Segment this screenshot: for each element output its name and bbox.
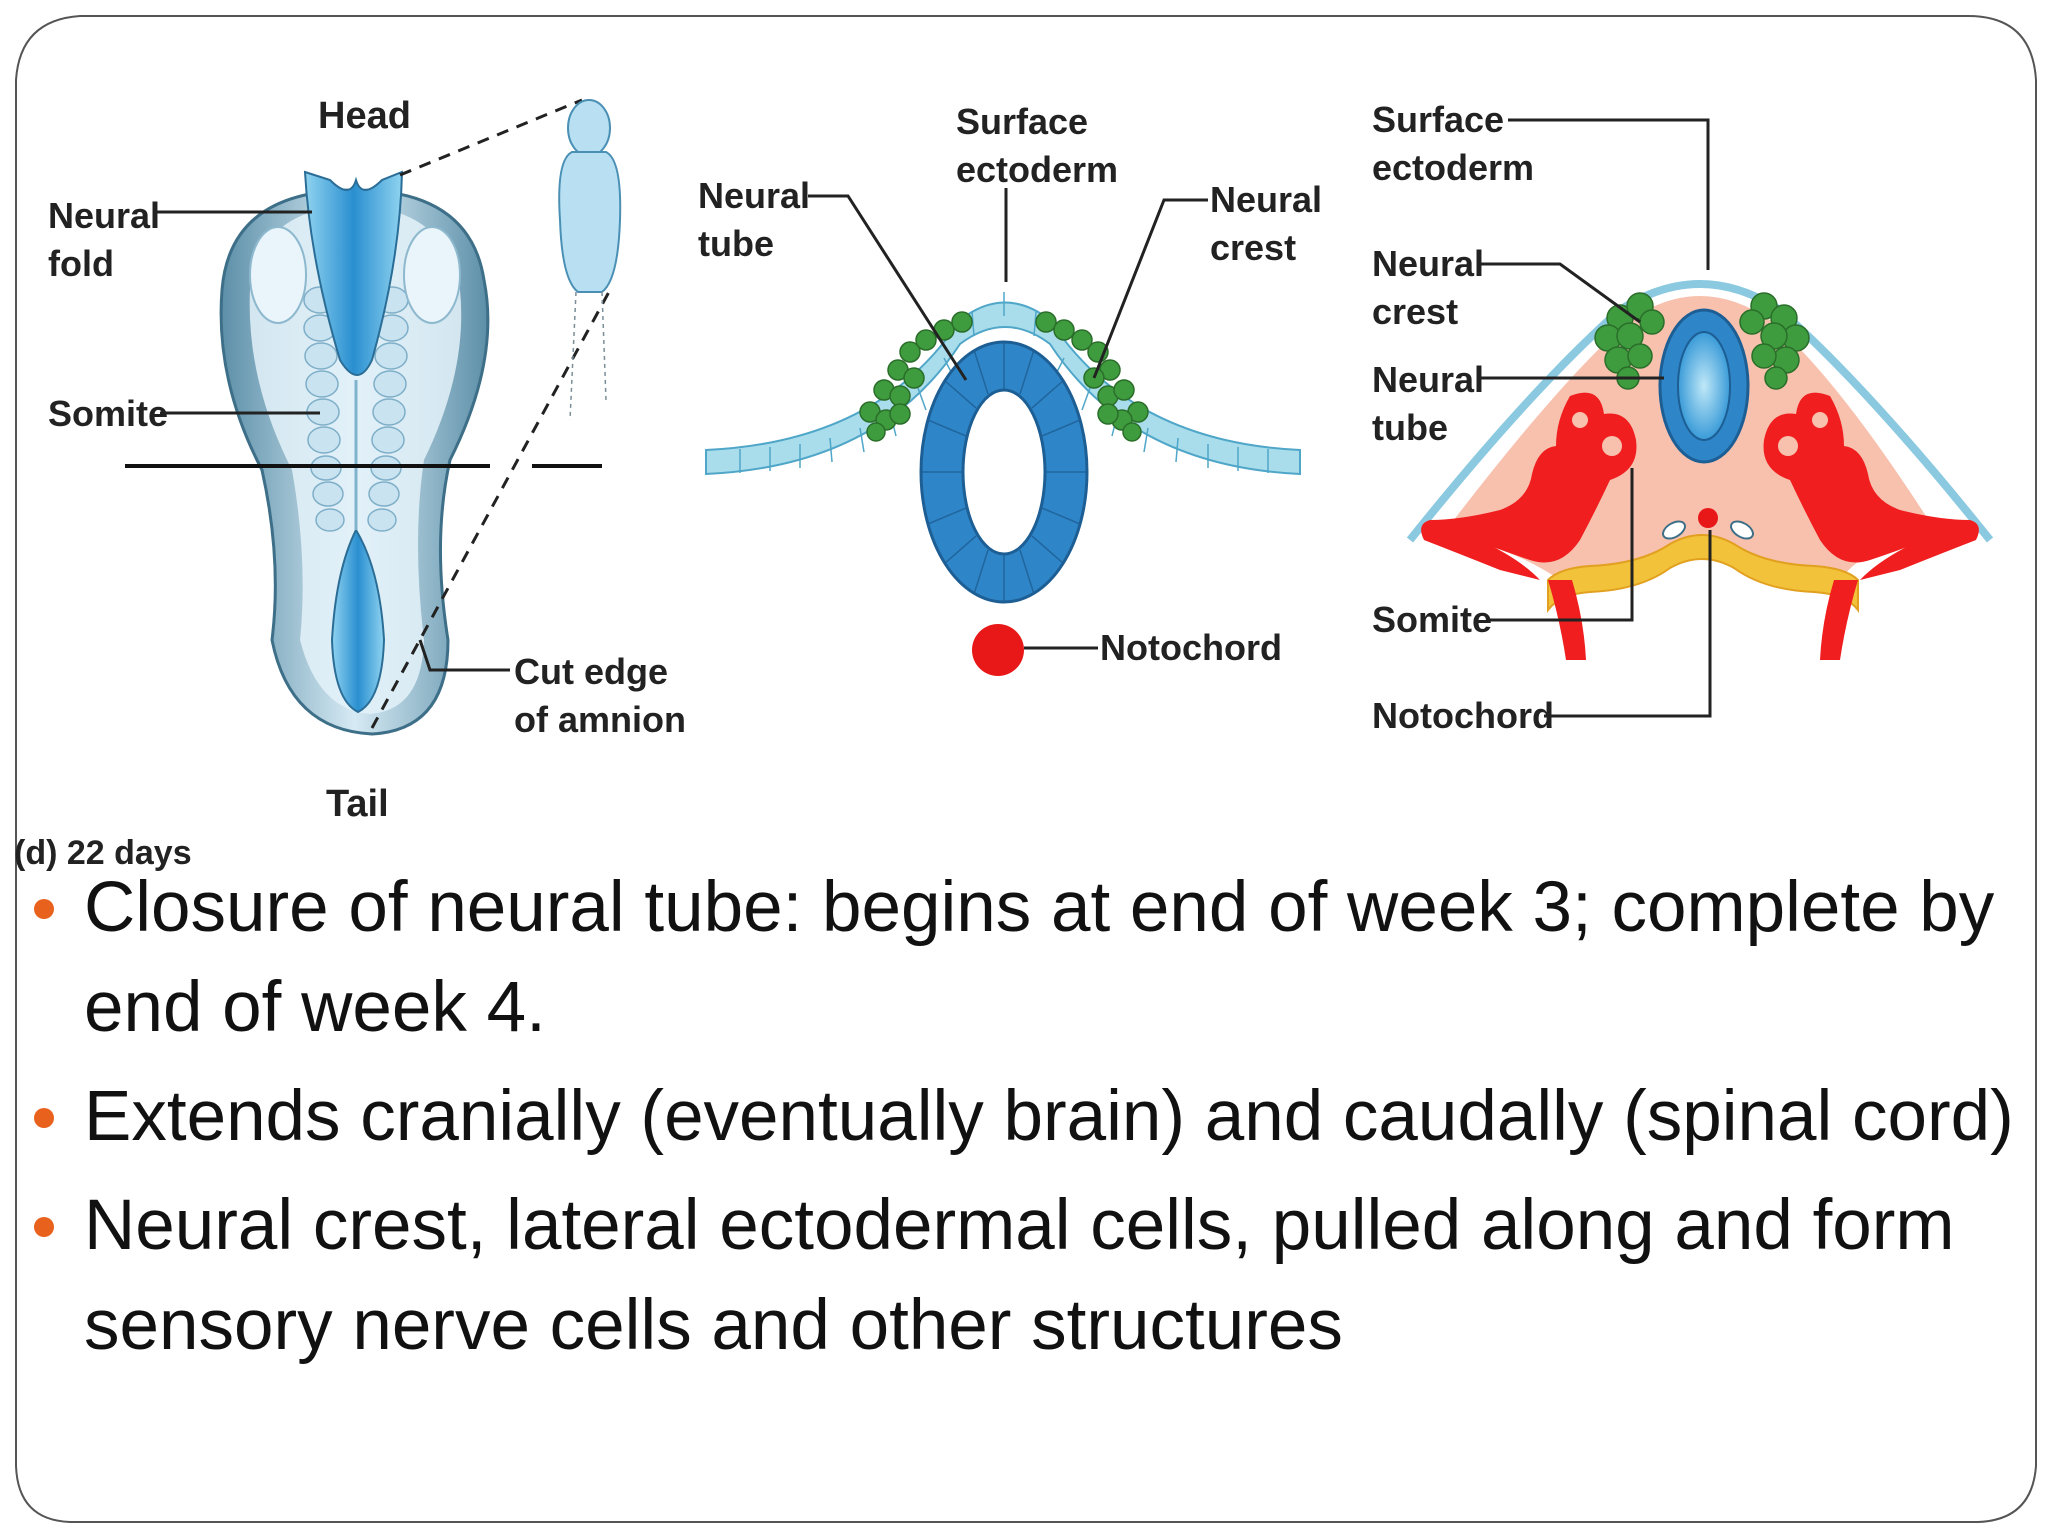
label-surface-ectoderm-right: Surface ectoderm bbox=[1372, 99, 1534, 188]
bullet-dot-icon bbox=[34, 899, 54, 919]
label-surface-ectoderm-mid: Surface ectoderm bbox=[956, 101, 1118, 190]
label-somite-right: Somite bbox=[1372, 599, 1492, 640]
anterior-neural-fold bbox=[303, 170, 404, 376]
bullet-item: Extends cranially (eventually brain) and… bbox=[28, 1067, 2018, 1167]
bullet-text: Extends cranially (eventually brain) and… bbox=[84, 1077, 2014, 1156]
label-somite-d: Somite bbox=[48, 393, 168, 434]
bullet-item: Neural crest, lateral ectodermal cells, … bbox=[28, 1176, 2018, 1376]
notochord-right bbox=[1698, 508, 1718, 528]
bullet-text: Closure of neural tube: begins at end of… bbox=[84, 868, 1995, 1047]
panel-middle-section: Neural tube Surface ectoderm Neural cres… bbox=[698, 101, 1332, 676]
surface-ectoderm-right bbox=[1406, 280, 1994, 543]
label-neural-tube-right: Neural tube bbox=[1372, 359, 1494, 448]
whole-embryo-icon bbox=[558, 99, 622, 293]
bullet-dot-icon bbox=[34, 1108, 54, 1128]
panel-d-embryo: Head Neural fold Somite Cut edge of amni… bbox=[14, 95, 686, 872]
bullet-list: Closure of neural tube: begins at end of… bbox=[28, 858, 2018, 1385]
panel-right-section: Surface ectoderm Neural crest Neural tub… bbox=[1372, 99, 1994, 736]
posterior-neural-fold bbox=[330, 527, 386, 714]
bullet-item: Closure of neural tube: begins at end of… bbox=[28, 858, 2018, 1058]
label-neural-tube-mid: Neural tube bbox=[698, 175, 820, 264]
neural-tube-figure: Head Neural fold Somite Cut edge of amni… bbox=[14, 95, 1994, 872]
notochord-mid bbox=[972, 624, 1024, 676]
somite-right bbox=[1763, 392, 1970, 563]
label-notochord-right: Notochord bbox=[1372, 695, 1554, 736]
bullet-text: Neural crest, lateral ectodermal cells, … bbox=[84, 1186, 1955, 1365]
label-head: Head bbox=[318, 95, 411, 137]
label-tail: Tail bbox=[326, 783, 389, 825]
label-notochord-mid: Notochord bbox=[1100, 627, 1282, 668]
figure-caption: (d) 22 days bbox=[14, 834, 192, 872]
label-neural-crest-mid: Neural crest bbox=[1210, 179, 1332, 268]
somite-left bbox=[1430, 392, 1637, 563]
label-neural-fold: Neural fold bbox=[48, 195, 170, 284]
bullet-dot-icon bbox=[34, 1217, 54, 1237]
label-cut-edge: Cut edge of amnion bbox=[514, 651, 686, 740]
label-neural-crest-right: Neural crest bbox=[1372, 243, 1494, 332]
